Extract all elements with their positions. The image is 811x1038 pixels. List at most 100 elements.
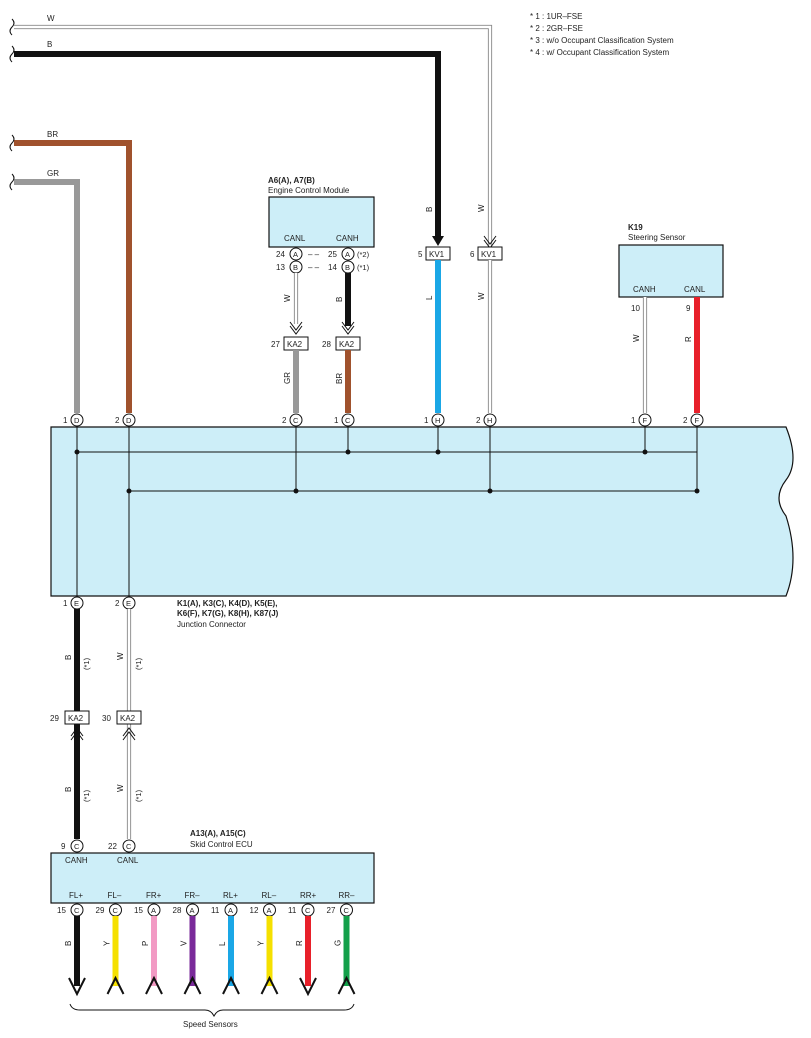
wire-w-to-junction: W	[477, 260, 493, 413]
wire-label: GR	[283, 372, 292, 384]
ecm-pin-letter: A	[293, 250, 298, 259]
skid-box	[50, 852, 375, 904]
skid-control-ecu: A13(A), A15(C) Skid Control ECU 9 C 22 C…	[50, 829, 375, 904]
skid-output-letter: C	[74, 906, 80, 915]
skid-pin-letter: C	[126, 842, 132, 851]
wire-label-w: W	[47, 14, 55, 23]
ecm-canl-label: CANL	[284, 234, 306, 243]
skid-output-num: 12	[250, 906, 259, 915]
connector-name: KA2	[120, 714, 136, 723]
ecm-canh-label: CANH	[336, 234, 359, 243]
skid-output-wire-label: V	[180, 940, 189, 946]
connector-num: 6	[470, 250, 475, 259]
skid-pin-num: 9	[61, 842, 66, 851]
wire-gr-incoming: GR	[14, 169, 80, 413]
wire-label: W	[477, 292, 486, 300]
junction-pin-letter: D	[74, 416, 80, 425]
steering-title: K19	[628, 223, 643, 232]
junction-pin-letter: F	[695, 416, 700, 425]
skid-output-label: FL+	[69, 891, 83, 900]
steering-canh-label: CANH	[633, 285, 656, 294]
ecm-pin-num: 13	[276, 263, 285, 272]
junction-pin-num: 2	[115, 599, 120, 608]
skid-output-wire-label: Y	[103, 940, 112, 946]
connector-name: KV1	[481, 250, 497, 259]
connector-num: 30	[102, 714, 111, 723]
junction-pin-num: 2	[683, 416, 688, 425]
wire-gr-to-junction: GR	[283, 350, 299, 413]
wire-label: B	[425, 207, 434, 212]
junction-pin-letter: H	[487, 416, 492, 425]
skid-output-7: RR–27 C G	[327, 891, 356, 995]
connector-ka2-27: 27 KA2	[271, 336, 309, 351]
connector-num: 29	[50, 714, 59, 723]
wire-label: BR	[335, 373, 344, 384]
junction-pin-num: 2	[282, 416, 287, 425]
skid-output-letter: A	[267, 906, 272, 915]
wire-label: L	[425, 295, 434, 300]
note-1: * 1 : 1UR–FSE	[530, 12, 582, 21]
ecm-pin-note: (*1)	[357, 263, 370, 272]
junction-pin-letter: C	[293, 416, 299, 425]
skid-output-label: FR+	[146, 891, 162, 900]
junction-pin-num: 1	[63, 416, 68, 425]
junction-pin-letter: H	[435, 416, 440, 425]
wire-label-gr: GR	[47, 169, 59, 178]
skid-output-label: RR+	[300, 891, 317, 900]
note-4: * 4 : w/ Occupant Classification System	[530, 48, 670, 57]
arrow-up-icon	[145, 975, 163, 995]
ecm-dashes: – –	[308, 263, 320, 272]
ecm-wire-b: B	[335, 273, 355, 335]
connector-name: KA2	[68, 714, 84, 723]
skid-canh-label: CANH	[65, 856, 88, 865]
ecm-pin-circle	[341, 247, 355, 261]
junction-pin-num: 2	[476, 416, 481, 425]
notes-legend: * 1 : 1UR–FSE * 2 : 2GR–FSE * 3 : w/o Oc…	[530, 12, 674, 57]
steering-sensor: K19 Steering Sensor CANH CANL 10 9	[618, 223, 724, 313]
skid-output-label: RR–	[339, 891, 356, 900]
skid-subtitle: Skid Control ECU	[190, 840, 253, 849]
junction-pin-letter: D	[126, 416, 132, 425]
speed-sensors-label: Speed Sensors	[183, 1020, 238, 1029]
wire-l-to-junction: L	[425, 260, 441, 413]
arrow-down-icon	[68, 977, 86, 997]
skid-output-num: 27	[327, 906, 336, 915]
junction-title-2: K6(F), K7(G), K8(H), K87(J)	[177, 609, 279, 618]
skid-pin-letter: C	[74, 842, 80, 851]
wire-note: (*1)	[82, 657, 91, 670]
ecm-subtitle: Engine Control Module	[268, 186, 350, 195]
arrow-up-icon	[260, 975, 279, 995]
wire-label: R	[684, 336, 693, 342]
wire-label-b: B	[47, 40, 52, 49]
skid-output-letter: C	[113, 906, 119, 915]
connector-num: 27	[271, 340, 280, 349]
ecm-pin-letter: B	[345, 263, 350, 272]
junction-pin-num: 2	[115, 416, 120, 425]
ecm-dashes: – –	[308, 250, 320, 259]
skid-output-letter: C	[305, 906, 311, 915]
wire-note: (*1)	[82, 789, 91, 802]
skid-canl-label: CANL	[117, 856, 139, 865]
skid-output-label: FR–	[185, 891, 201, 900]
wire-steering-r: R	[684, 297, 700, 413]
junction-pin-letter: E	[126, 599, 131, 608]
skid-output-wire-label: G	[334, 940, 343, 946]
wire-label: B	[335, 297, 344, 302]
skid-output-wire-label: P	[141, 941, 150, 946]
arrow-up-icon	[222, 975, 240, 995]
skid-output-letter: C	[344, 906, 350, 915]
skid-output-num: 29	[96, 906, 105, 915]
connector-ka2-30: 30 KA2	[102, 710, 142, 725]
wire-note: (*1)	[134, 789, 143, 802]
junction-pin-letter: F	[643, 416, 648, 425]
ecm-pin-note: (*2)	[357, 250, 370, 259]
ecm-title: A6(A), A7(B)	[268, 176, 315, 185]
connector-kv1-6: 6 KV1 W	[470, 204, 503, 261]
connector-kv1-5: 5 KV1 B	[418, 207, 451, 261]
